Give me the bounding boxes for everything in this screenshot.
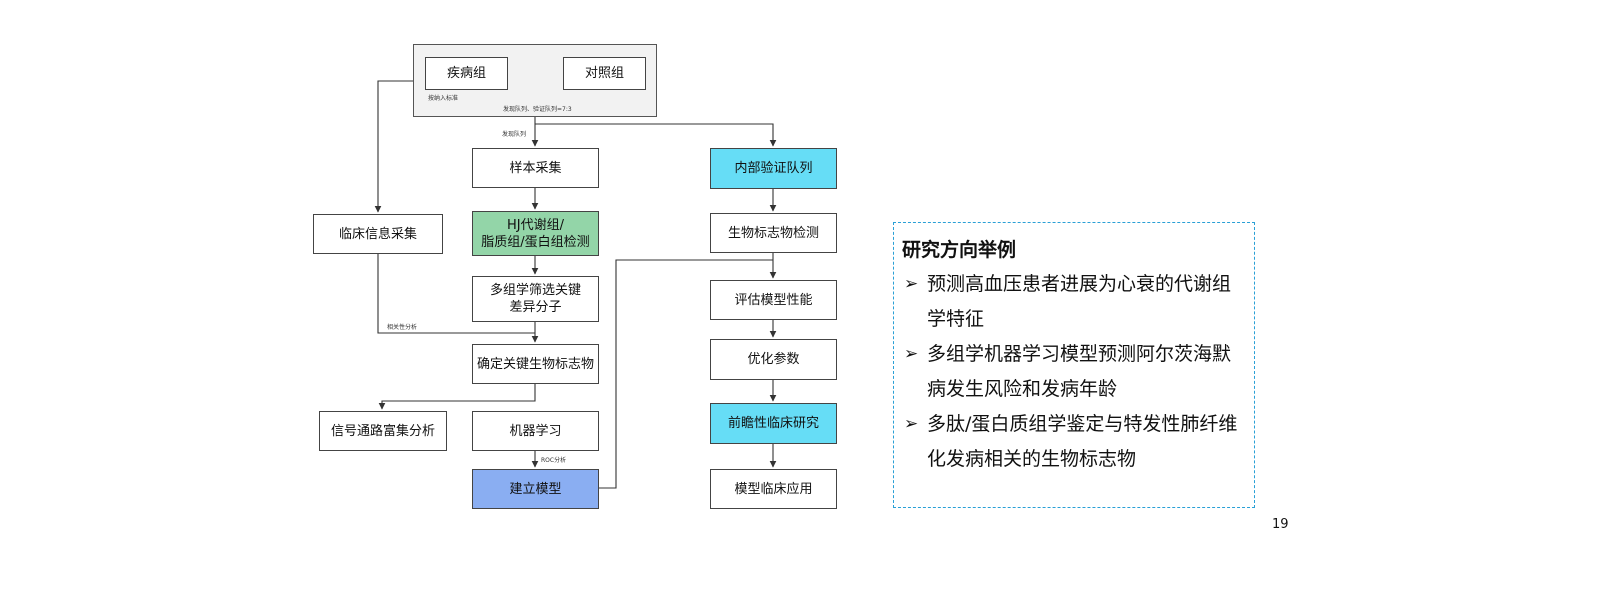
multiomics-screen-box: 多组学筛选关键 差异分子 — [472, 276, 599, 322]
discovery-cohort-label: 发现队列 — [502, 131, 527, 138]
pathway-enrichment-box: 信号通路富集分析 — [319, 411, 447, 451]
arrow-bullet-icon: ➢ — [904, 344, 919, 364]
connector-group-to-clinical — [374, 80, 427, 213]
key-biomarker-box: 确定关键生物标志物 — [472, 344, 599, 384]
arrow-bullet-icon: ➢ — [904, 274, 919, 294]
research-examples-title: 研究方向举例 — [902, 239, 1017, 261]
internal-validation-box: 内部验证队列 — [710, 148, 837, 189]
roc-analysis-label: ROC分析 — [541, 457, 567, 464]
research-example-item: ➢ 预测高血压患者进展为心衰的代谢组学特征 — [902, 267, 1244, 337]
research-example-item: ➢ 多组学机器学习模型预测阿尔茨海默病发生风险和发病年龄 — [902, 337, 1244, 407]
inclusion-criteria-label: 按纳入标准 — [428, 95, 459, 102]
cohort-split-label: 发现队列、验证队列=7:3 — [503, 106, 572, 113]
biomarker-detection-box: 生物标志物检测 — [710, 213, 837, 253]
research-example-text: 预测高血压患者进展为心衰的代谢组学特征 — [927, 273, 1232, 330]
clinical-info-box: 临床信息采集 — [313, 214, 443, 254]
correlation-analysis-label: 相关性分析 — [387, 324, 418, 331]
connector-model-to-evaluation — [599, 259, 773, 489]
prospective-study-box: 前瞻性临床研究 — [710, 403, 837, 444]
connector-clinical-to-biomarker — [377, 254, 535, 334]
model-application-box: 模型临床应用 — [710, 469, 837, 509]
optimize-params-box: 优化参数 — [710, 339, 837, 380]
build-model-box: 建立模型 — [472, 469, 599, 509]
sample-collection-box: 样本采集 — [472, 148, 599, 188]
omics-detection-box: HJ代谢组/ 脂质组/蛋白组检测 — [472, 211, 599, 256]
research-example-text: 多组学机器学习模型预测阿尔茨海默病发生风险和发病年龄 — [927, 343, 1232, 400]
disease-group-box: 疾病组 — [425, 57, 508, 90]
connector-biomarker-to-pathway — [378, 384, 536, 410]
control-group-box: 对照组 — [563, 57, 646, 90]
evaluate-model-box: 评估模型性能 — [710, 280, 837, 320]
page-number: 19 — [1272, 517, 1289, 532]
research-examples-panel: 研究方向举例 ➢ 预测高血压患者进展为心衰的代谢组学特征 ➢ 多组学机器学习模型… — [893, 222, 1255, 508]
research-example-text: 多肽/蛋白质组学鉴定与特发性肺纤维化发病相关的生物标志物 — [927, 413, 1238, 470]
connector-split-to-validation — [535, 123, 777, 147]
arrow-bullet-icon: ➢ — [904, 414, 919, 434]
machine-learning-box: 机器学习 — [472, 411, 599, 451]
research-example-item: ➢ 多肽/蛋白质组学鉴定与特发性肺纤维化发病相关的生物标志物 — [902, 407, 1244, 477]
